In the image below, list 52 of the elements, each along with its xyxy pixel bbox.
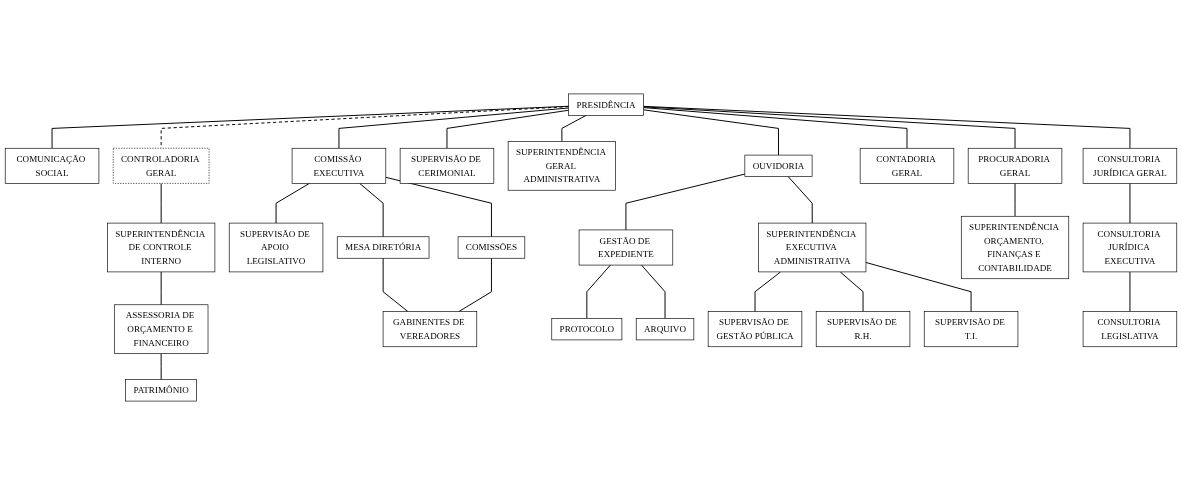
node-box: CONSULTORIA JURÍDICA GERAL [1082,147,1178,184]
node-box: ARQUIVO [635,318,695,341]
node-box: SUPERINTENDÊNCIA ORÇAMENTO, FINANÇAS E CONTABILIDADE [960,215,1070,280]
node-box: PRESIDÊNCIA [568,93,644,116]
node-box: SUPERINTENDÊNCIA GERAL ADMINISTRATIVA [507,141,616,191]
node-box: COMISSÕES [457,236,526,259]
node-box: CONSULTORIA LEGISLATIVA [1082,311,1178,348]
node-box: SUPERVISÃO DE APOIO LEGISLATIVO [228,222,324,273]
node-box: CONSULTORIA JURÍDICA EXECUTIVA [1082,222,1178,273]
node-box: COMUNICAÇÃO SOCIAL [4,147,100,184]
node-box: PROTOCOLO [551,318,623,341]
connector [338,107,570,149]
connector [625,173,746,231]
connector [640,264,666,319]
node-box: ASSESSORIA DE ORÇAMENTO E FINANCEIRO [113,304,209,354]
connector [160,353,162,381]
connector [160,106,570,149]
node-box: SUPERINTENDÊNCIA EXECUTIVA ADMINISTRATIVA [758,222,867,273]
connector [643,106,1016,149]
node-box: PROCURADORIA GERAL [967,147,1063,184]
connector [1129,182,1131,224]
connector [839,271,864,313]
connector [51,105,570,149]
node-box: CONTADORIA GERAL [859,147,955,184]
connector [787,176,813,224]
connector [385,176,492,238]
connector [643,105,1131,149]
connector [865,262,972,313]
node-box: SUPERVISÃO DE T.I. [923,311,1019,348]
node-box: SUPERVISÃO DE GESTÃO PÚBLICA [707,311,803,348]
node-box: COMISSÃO EXECUTIVA [291,147,387,184]
connector [586,264,611,319]
node-box: SUPERVISÃO DE R.H. [815,311,911,348]
connector [754,271,782,313]
node-box: GABINENTES DE VEREADORES [382,311,478,348]
node-box: MESA DIRETÓRIA [336,236,430,259]
connector [160,182,162,224]
connector [160,271,162,306]
node-box: SUPERINTENDÊNCIA DE CONTROLE INTERNO [107,222,216,273]
node-box: GESTÃO DE EXPEDIENTE [578,229,674,266]
connector [1129,271,1131,313]
node-box: OUVIDORIA [744,154,813,177]
node-box: PATRIMÔNIO [125,379,197,402]
node-box: SUPERVISÃO DE CERIMONIAL [399,147,495,184]
connector [446,109,570,149]
connector [359,182,384,238]
connector [561,114,587,142]
connector [382,257,409,313]
connector [1014,182,1016,217]
connector [643,109,779,156]
connector [275,182,310,224]
node-box: CONTROLADORIA GERAL [112,147,210,184]
